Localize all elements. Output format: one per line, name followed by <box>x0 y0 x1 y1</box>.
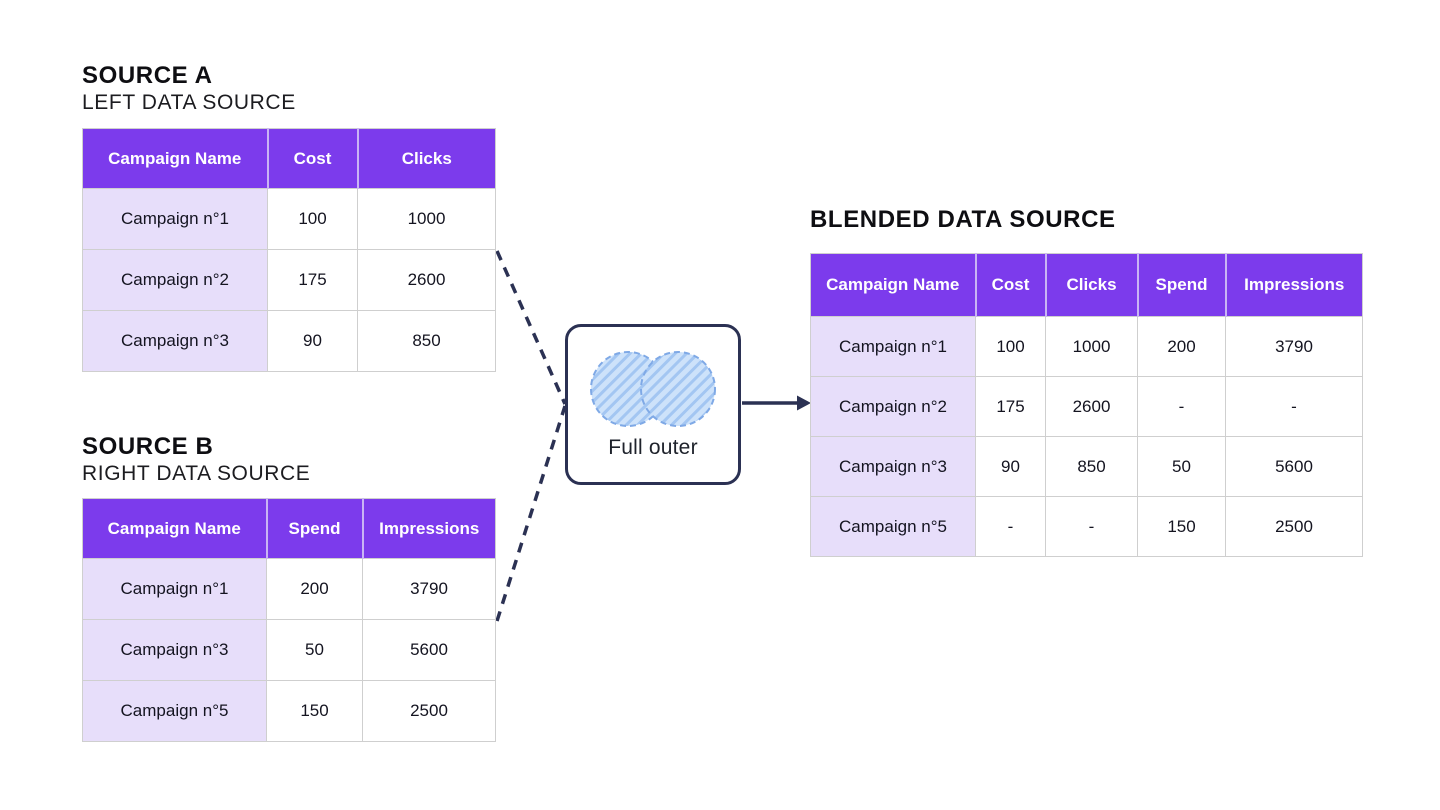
table-row: Campaign n°1 100 1000 200 3790 <box>810 316 1363 377</box>
table-cell: 3790 <box>362 558 496 620</box>
table-row: Campaign n°1 200 3790 <box>82 558 496 620</box>
campaign-name-cell: Campaign n°2 <box>810 376 976 437</box>
header-cell-cost: Cost <box>974 253 1046 317</box>
source-a-table: Campaign Name Cost Clicks Campaign n°1 1… <box>82 128 496 372</box>
table-cell: 50 <box>1137 436 1226 497</box>
source-a-title: SOURCE A <box>82 62 213 89</box>
table-cell: 5600 <box>362 619 496 681</box>
header-cell-campaign-name: Campaign Name <box>82 128 268 189</box>
campaign-name-cell: Campaign n°1 <box>82 188 268 250</box>
header-cell-impressions: Impressions <box>1224 253 1363 317</box>
table-cell: - <box>1137 376 1226 437</box>
table-cell: 175 <box>975 376 1046 437</box>
table-cell: 200 <box>1137 316 1226 377</box>
source-b-title: SOURCE B <box>82 433 214 460</box>
table-cell: - <box>975 496 1046 557</box>
source-a-subtitle: LEFT DATA SOURCE <box>82 91 296 114</box>
header-cell-campaign-name: Campaign Name <box>810 253 976 317</box>
full-outer-venn-icon <box>590 351 716 427</box>
table-row: Campaign n°2 175 2600 <box>82 249 496 311</box>
table-header-row: Campaign Name Cost Clicks <box>82 128 496 189</box>
header-cell-campaign-name: Campaign Name <box>82 498 267 559</box>
source-b-subtitle: RIGHT DATA SOURCE <box>82 462 311 485</box>
table-cell: 100 <box>975 316 1046 377</box>
table-row: Campaign n°3 90 850 <box>82 310 496 372</box>
campaign-name-cell: Campaign n°5 <box>810 496 976 557</box>
arrowhead-icon <box>797 395 811 411</box>
table-cell: 50 <box>266 619 363 681</box>
header-cell-clicks: Clicks <box>1044 253 1138 317</box>
full-outer-label: Full outer <box>608 436 698 459</box>
table-cell: 2600 <box>357 249 496 311</box>
header-cell-spend: Spend <box>1136 253 1226 317</box>
table-row: Campaign n°3 90 850 50 5600 <box>810 436 1363 497</box>
source-b-heading: SOURCE B RIGHT DATA SOURCE <box>82 433 310 487</box>
table-cell: 850 <box>1045 436 1138 497</box>
table-cell: 5600 <box>1225 436 1363 497</box>
table-cell: - <box>1045 496 1138 557</box>
campaign-name-cell: Campaign n°3 <box>82 619 267 681</box>
campaign-name-cell: Campaign n°1 <box>82 558 267 620</box>
table-header-row: Campaign Name Cost Clicks Spend Impressi… <box>810 253 1363 317</box>
connector-source-a-line <box>495 250 567 405</box>
blended-title: BLENDED DATA SOURCE <box>810 206 1116 233</box>
blended-heading: BLENDED DATA SOURCE <box>810 206 1116 234</box>
header-cell-spend: Spend <box>265 498 363 559</box>
header-cell-cost: Cost <box>266 128 358 189</box>
blended-table: Campaign Name Cost Clicks Spend Impressi… <box>810 253 1363 557</box>
table-cell: - <box>1225 376 1363 437</box>
table-cell: 150 <box>1137 496 1226 557</box>
campaign-name-cell: Campaign n°1 <box>810 316 976 377</box>
table-cell: 3790 <box>1225 316 1363 377</box>
table-cell: 850 <box>357 310 496 372</box>
campaign-name-cell: Campaign n°5 <box>82 680 267 742</box>
table-cell: 1000 <box>357 188 496 250</box>
connector-source-b-line <box>495 405 567 622</box>
table-cell: 175 <box>267 249 358 311</box>
campaign-name-cell: Campaign n°3 <box>82 310 268 372</box>
table-row: Campaign n°1 100 1000 <box>82 188 496 250</box>
campaign-name-cell: Campaign n°2 <box>82 249 268 311</box>
campaign-name-cell: Campaign n°3 <box>810 436 976 497</box>
source-b-table: Campaign Name Spend Impressions Campaign… <box>82 498 496 742</box>
table-row: Campaign n°3 50 5600 <box>82 619 496 681</box>
table-cell: 100 <box>267 188 358 250</box>
table-cell: 90 <box>975 436 1046 497</box>
table-cell: 2600 <box>1045 376 1138 437</box>
table-row: Campaign n°5 - - 150 2500 <box>810 496 1363 557</box>
table-cell: 1000 <box>1045 316 1138 377</box>
table-cell: 90 <box>267 310 358 372</box>
header-cell-clicks: Clicks <box>356 128 496 189</box>
join-type-box: Full outer <box>565 324 741 485</box>
table-cell: 150 <box>266 680 363 742</box>
header-cell-impressions: Impressions <box>361 498 496 559</box>
table-header-row: Campaign Name Spend Impressions <box>82 498 496 559</box>
table-row: Campaign n°5 150 2500 <box>82 680 496 742</box>
table-row: Campaign n°2 175 2600 - - <box>810 376 1363 437</box>
table-cell: 2500 <box>1225 496 1363 557</box>
source-a-heading: SOURCE A LEFT DATA SOURCE <box>82 62 296 116</box>
table-cell: 2500 <box>362 680 496 742</box>
table-cell: 200 <box>266 558 363 620</box>
venn-right-circle <box>640 351 716 427</box>
